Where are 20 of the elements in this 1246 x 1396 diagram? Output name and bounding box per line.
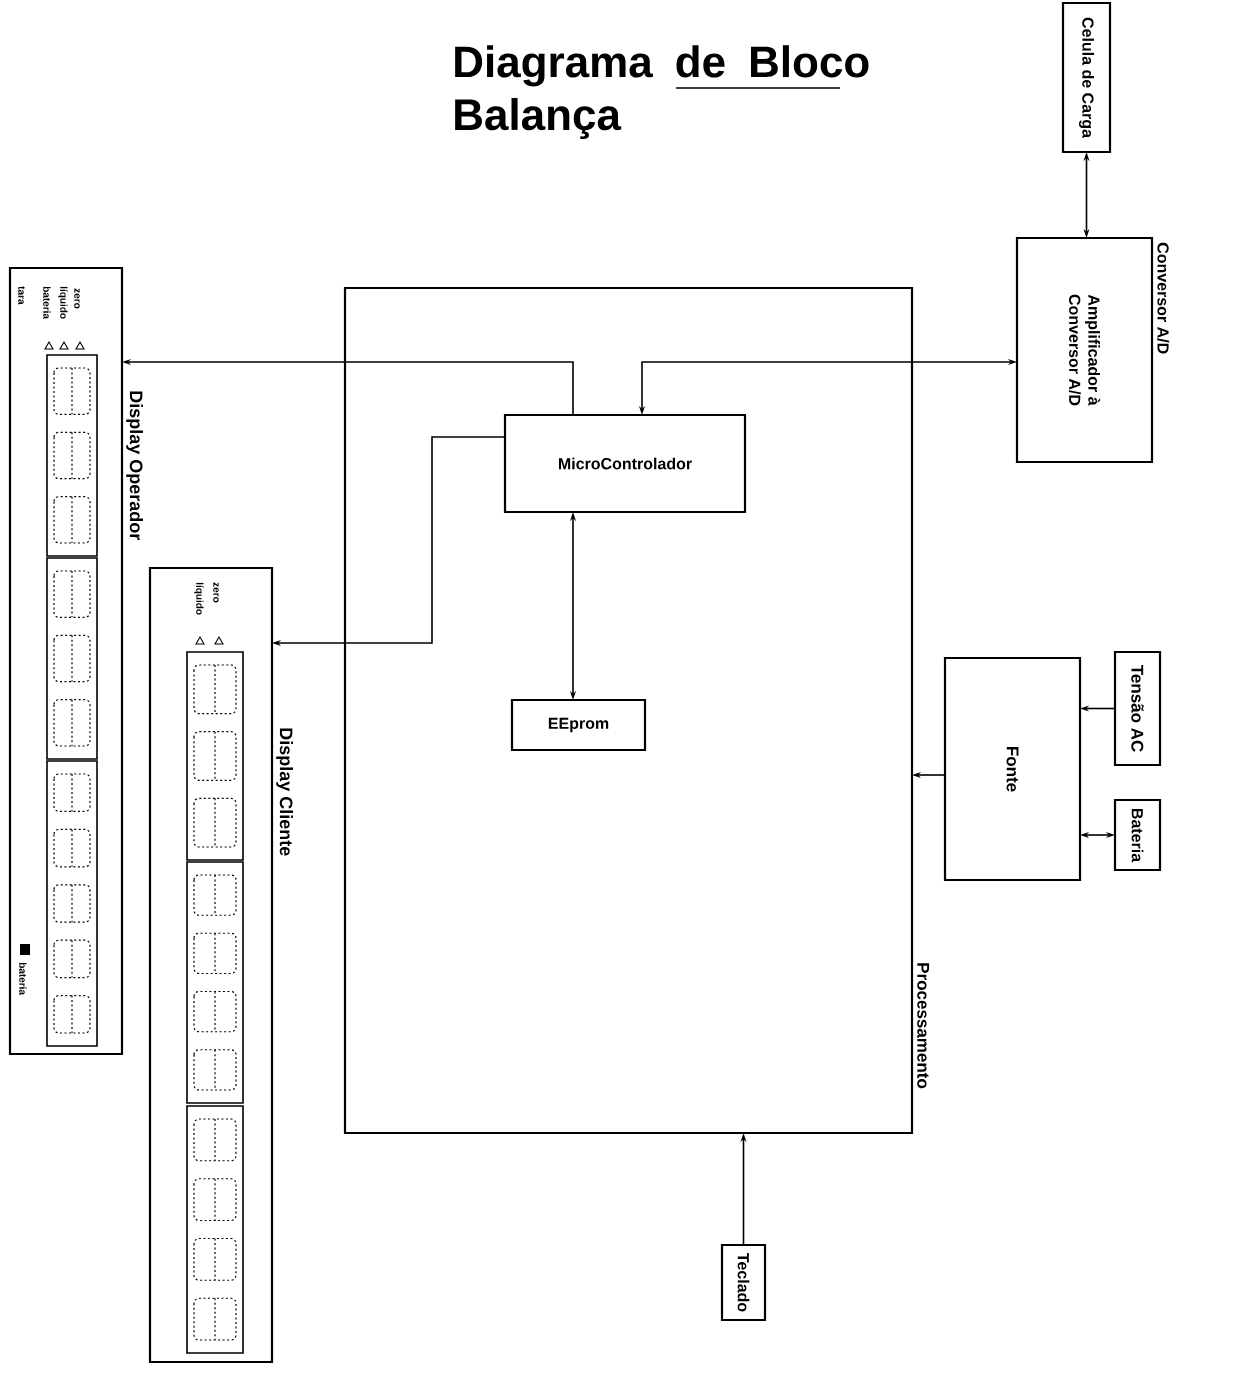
block-heading: Processamento — [917, 963, 930, 1089]
indicator-label: zero — [74, 288, 80, 309]
block-box: Tensão AC — [1113, 650, 1162, 767]
block-box: Bateria — [1113, 798, 1162, 872]
block-box: Amplificador à Conversor A/D — [1015, 236, 1154, 464]
indicator-label: líquido — [194, 582, 204, 615]
indicator-label: líquido — [58, 286, 68, 319]
block-heading: Display Operador — [126, 391, 143, 540]
block-heading: Conversor A/D — [1157, 242, 1170, 354]
block-box: EEprom — [510, 698, 647, 752]
block-box: Celula de Carga — [1061, 1, 1112, 154]
block-box: Fonte — [943, 656, 1082, 882]
block-box: MicroControlador — [503, 413, 747, 514]
indicator-label: tara — [18, 286, 25, 305]
indicator-label: bateria — [19, 962, 27, 996]
title: Diagrama de Bloco Balança — [455, 45, 869, 139]
indicator-label: zero — [213, 582, 219, 603]
block-heading: Display Cliente — [276, 728, 293, 856]
indicator-label: bateria — [43, 286, 51, 320]
block-box: Teclado — [720, 1243, 767, 1322]
